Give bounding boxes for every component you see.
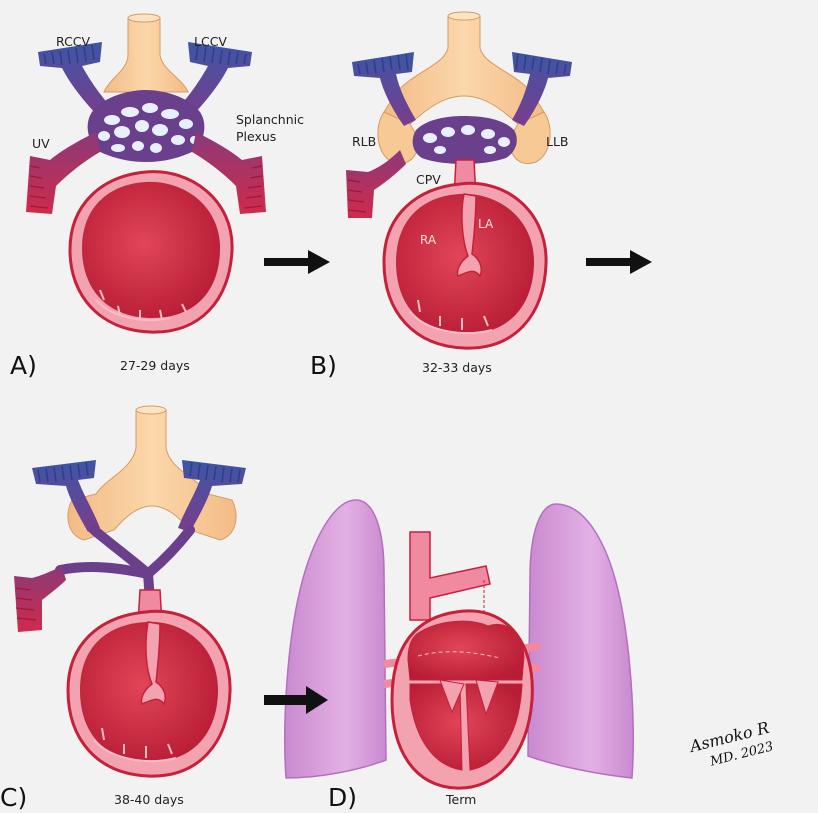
foregut-tube bbox=[104, 18, 188, 92]
label-plexus: Plexus bbox=[236, 129, 276, 144]
label-uv: UV bbox=[32, 136, 50, 151]
uv-b bbox=[346, 150, 406, 218]
panel-letter-b: B) bbox=[310, 351, 337, 380]
panel-b bbox=[346, 12, 572, 348]
left-lung bbox=[528, 504, 633, 778]
label-lccv: LCCV bbox=[194, 34, 227, 49]
artist-signature: Asmoko R MD. 2023 bbox=[686, 718, 776, 774]
panel-age-c: 38-40 days bbox=[114, 792, 184, 807]
label-la: LA bbox=[478, 217, 494, 231]
panel-age-d: Term bbox=[445, 792, 476, 807]
arrow-a-to-b bbox=[264, 250, 330, 274]
pulmonary-veins-c bbox=[60, 530, 190, 600]
foregut-opening-c bbox=[136, 406, 166, 414]
panel-age-a: 27-29 days bbox=[120, 358, 190, 373]
label-ra: RA bbox=[420, 233, 437, 247]
panel-letter-a: A) bbox=[10, 351, 37, 380]
panel-d bbox=[285, 500, 633, 788]
label-rccv: RCCV bbox=[56, 34, 91, 49]
panel-a bbox=[26, 14, 266, 332]
label-cpv: CPV bbox=[416, 172, 441, 187]
panel-letter-c: C) bbox=[0, 783, 27, 812]
panel-age-b: 32-33 days bbox=[422, 360, 492, 375]
foregut-opening-b bbox=[448, 12, 480, 20]
panel-c bbox=[14, 406, 246, 776]
label-rlb: RLB bbox=[352, 134, 376, 149]
arrow-b-to-c bbox=[586, 250, 652, 274]
label-llb: LLB bbox=[546, 134, 569, 149]
label-splanchnic: Splanchnic bbox=[236, 112, 304, 127]
heart-d-atria bbox=[408, 621, 524, 680]
great-vessel bbox=[410, 532, 490, 620]
panel-letter-d: D) bbox=[328, 783, 357, 812]
right-lung bbox=[285, 500, 386, 778]
foregut-opening bbox=[128, 14, 160, 22]
